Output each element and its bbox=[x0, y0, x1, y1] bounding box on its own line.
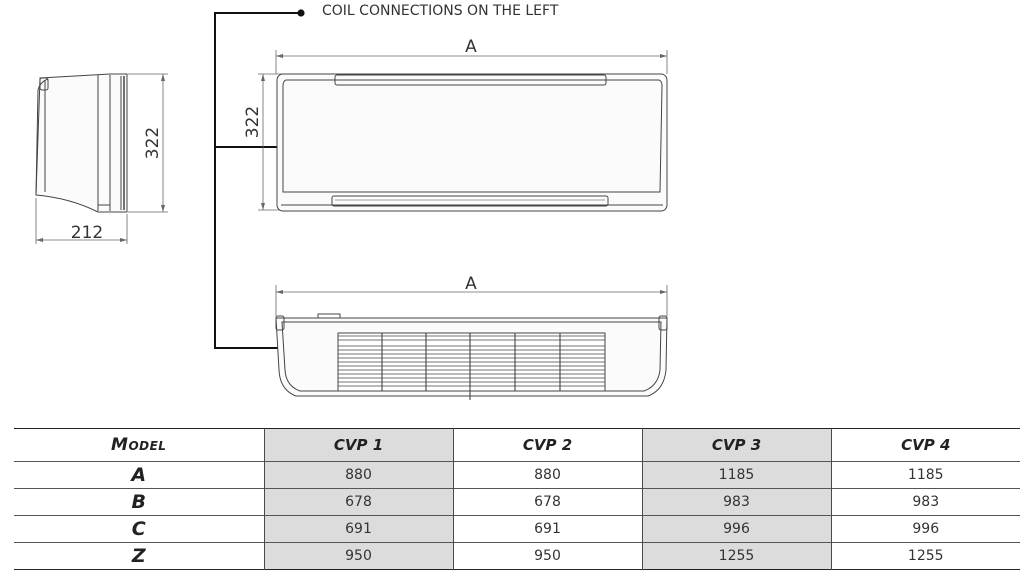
dimensions-table: Model CVP 1 CVP 2 CVP 3 CVP 4 A 880 880 … bbox=[14, 428, 1020, 570]
table-cell: 996 bbox=[641, 515, 831, 543]
header-cvp3: CVP 3 bbox=[641, 428, 831, 462]
front-height-label: 322 bbox=[243, 106, 263, 138]
table-cell: 950 bbox=[452, 542, 642, 570]
side-depth-dimension bbox=[35, 198, 128, 244]
table-row: Z 950 950 1255 1255 bbox=[14, 542, 1020, 570]
table-cell: 950 bbox=[263, 542, 453, 570]
row-label: B bbox=[14, 488, 264, 516]
header-cvp2: CVP 2 bbox=[452, 428, 642, 462]
row-label: Z bbox=[14, 542, 264, 570]
table-cell: 880 bbox=[263, 461, 453, 489]
front-width-label: A bbox=[465, 37, 477, 57]
table-row: A 880 880 1185 1185 bbox=[14, 461, 1020, 489]
table-cell: 1255 bbox=[830, 542, 1020, 570]
table-cell: 691 bbox=[452, 515, 642, 543]
table-cell: 1185 bbox=[641, 461, 831, 489]
table-cell: 1255 bbox=[641, 542, 831, 570]
row-label: A bbox=[14, 461, 264, 489]
table-cell: 983 bbox=[830, 488, 1020, 516]
bottom-width-dimension bbox=[275, 285, 668, 316]
callout-label: COIL CONNECTIONS ON THE LEFT bbox=[322, 3, 559, 19]
callout-dot-top bbox=[297, 9, 305, 17]
front-width-dimension bbox=[275, 50, 668, 74]
table-cell: 996 bbox=[830, 515, 1020, 543]
table-row: C 691 691 996 996 bbox=[14, 515, 1020, 543]
table-row: B 678 678 983 983 bbox=[14, 488, 1020, 516]
side-view bbox=[35, 73, 128, 213]
header-model: Model bbox=[111, 435, 167, 455]
table-cell: 880 bbox=[452, 461, 642, 489]
table-cell: 983 bbox=[641, 488, 831, 516]
front-view bbox=[276, 73, 668, 212]
table-header-row: Model CVP 1 CVP 2 CVP 3 CVP 4 bbox=[14, 428, 1020, 462]
bottom-view bbox=[275, 313, 668, 397]
table-cell: 691 bbox=[263, 515, 453, 543]
side-depth-label: 212 bbox=[71, 223, 103, 243]
front-height-dimension bbox=[258, 73, 283, 211]
table-cell: 678 bbox=[263, 488, 453, 516]
technical-drawing: COIL CONNECTIONS ON THE LEFT 322 212 A bbox=[35, 3, 668, 400]
table-cell: 678 bbox=[452, 488, 642, 516]
row-label: C bbox=[14, 515, 264, 543]
bottom-width-label: A bbox=[465, 274, 477, 294]
side-height-label: 322 bbox=[143, 127, 163, 159]
table-cell: 1185 bbox=[830, 461, 1020, 489]
side-height-dimension bbox=[128, 73, 168, 213]
header-cvp1: CVP 1 bbox=[263, 428, 453, 462]
header-cvp4: CVP 4 bbox=[830, 428, 1020, 462]
bottom-grille bbox=[338, 333, 605, 400]
